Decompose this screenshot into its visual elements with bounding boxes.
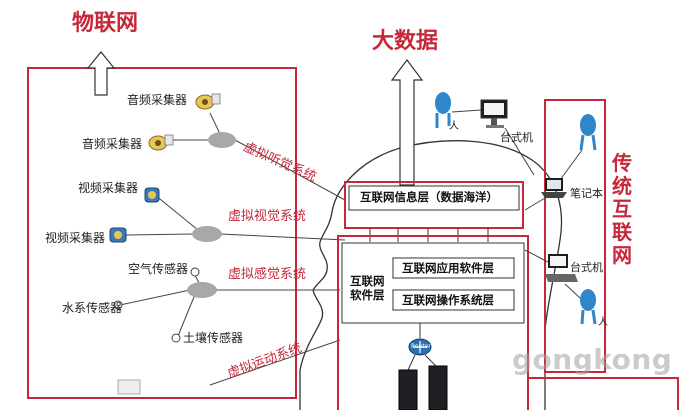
person-icon-right xyxy=(579,114,597,151)
video-collector-label-1: 视频采集器 xyxy=(78,181,139,195)
server-icon-1 xyxy=(398,369,418,410)
audio-device-icon-2 xyxy=(148,134,174,151)
laptop-label: 笔记本 xyxy=(570,187,603,200)
audio-device-icon-1 xyxy=(195,93,221,110)
iot-nodes xyxy=(187,132,236,298)
bigdata-up-arrow xyxy=(390,59,424,186)
desktop-label-top: 台式机 xyxy=(500,131,533,144)
hearing-node xyxy=(208,132,236,148)
router-label: Router xyxy=(411,343,431,350)
bigdata-title: 大数据 xyxy=(372,28,439,54)
person-label-bottom: 人 xyxy=(598,317,608,328)
person-icon-top xyxy=(435,92,451,128)
head-silhouette xyxy=(299,140,563,410)
vision-node xyxy=(192,226,222,242)
soil-sensor-label: 土壤传感器 xyxy=(183,331,244,345)
info-layer-inner xyxy=(348,185,520,211)
audio-collector-label-2: 音频采集器 xyxy=(82,137,143,151)
traditional-internet-title: 传统互联网 xyxy=(612,151,632,267)
water-sensor-dot xyxy=(113,300,123,310)
software-layer-outer xyxy=(337,235,529,410)
air-sensor-label: 空气传感器 xyxy=(128,262,189,276)
desktop-icon-top xyxy=(480,99,508,128)
router-icon xyxy=(408,338,432,356)
water-sensor-label: 水系传感器 xyxy=(62,301,123,315)
sensing-node xyxy=(187,282,217,298)
os-layer-label: 互联网操作系统层 xyxy=(402,293,494,307)
info-layer-label: 互联网信息层（数据海洋） xyxy=(360,190,498,204)
laptop-icon xyxy=(541,178,567,198)
video-camera-icon-1 xyxy=(144,187,160,203)
server-icon-2 xyxy=(428,365,448,410)
person-icon-bottom xyxy=(580,289,597,325)
info-layer-frame xyxy=(344,181,524,229)
os-layer-box xyxy=(392,289,515,311)
traditional-internet-frame xyxy=(544,99,606,373)
audio-collector-label-1: 音频采集器 xyxy=(127,93,188,107)
video-camera-icon-2 xyxy=(109,227,127,243)
virtual-sensing-label: 虚拟感觉系统 xyxy=(228,267,307,282)
desktop-label-bottom: 台式机 xyxy=(570,261,603,274)
iot-title: 物联网 xyxy=(72,10,139,36)
iot-up-arrow xyxy=(86,51,116,96)
partial-device-icon xyxy=(117,379,141,395)
iot-frame xyxy=(27,67,297,399)
desktop-icon-bottom xyxy=(545,254,578,282)
person-label-top: 人 xyxy=(449,121,459,132)
air-sensor-dot xyxy=(190,267,200,277)
watermark: gongkong xyxy=(512,343,673,376)
software-layer-label: 互联网软件层 xyxy=(350,274,385,302)
app-layer-label: 互联网应用软件层 xyxy=(402,261,494,275)
soil-sensor-dot xyxy=(171,333,181,343)
video-collector-label-2: 视频采集器 xyxy=(45,231,106,245)
virtual-vision-label: 虚拟视觉系统 xyxy=(228,209,307,224)
app-layer-box xyxy=(392,257,515,279)
bottom-right-frame-partial xyxy=(527,377,679,410)
